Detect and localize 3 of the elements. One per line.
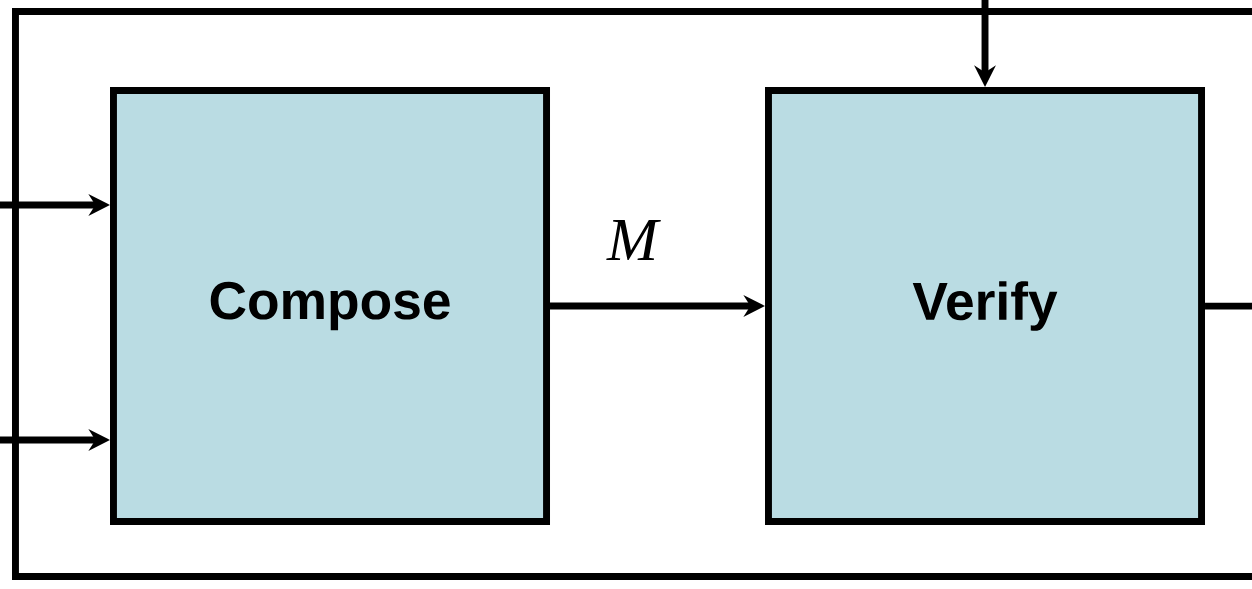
edge-label: M <box>606 219 661 261</box>
process-box: Verify <box>765 87 1205 525</box>
process-box: Compose <box>110 87 550 525</box>
